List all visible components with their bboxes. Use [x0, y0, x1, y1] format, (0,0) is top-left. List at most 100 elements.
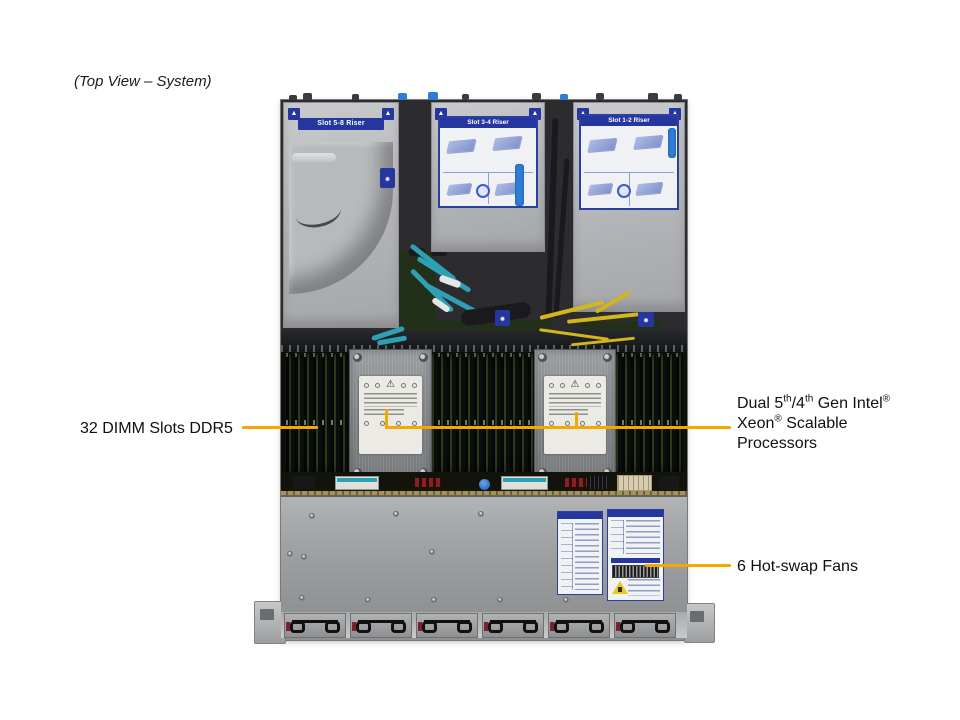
riser-instruction-card: Slot 1-2 Riser: [579, 114, 679, 210]
front-io-connector: [617, 475, 652, 491]
fan-handle: [457, 621, 472, 633]
page-caption: (Top View – System): [74, 73, 212, 90]
cpu-label-sup: th: [783, 393, 792, 405]
screw: [563, 597, 569, 603]
riser-release-tab: [428, 92, 438, 100]
cpu-label-line2: Xeon® Scalable: [737, 414, 922, 434]
dimm-bank-right: [613, 353, 683, 472]
fan-module-3: [416, 613, 478, 638]
fan-handle: [488, 621, 503, 633]
chassis-latch: [596, 93, 604, 100]
fan-release-tab: [352, 622, 356, 631]
cpu-label-sup: ®: [882, 393, 891, 405]
fan-module-6: [614, 613, 676, 638]
riser-label-slot-1-2: Slot 1-2 Riser: [581, 116, 677, 126]
chassis-latch: [532, 93, 541, 100]
riser-panel-slot-3-4: ▲ ▲ Slot 3-4 Riser: [431, 102, 545, 252]
cpu-heatsink-2: ⚠: [535, 350, 615, 480]
cpu-label-segment: Processors: [737, 435, 818, 452]
barcode: [612, 565, 659, 578]
dimm-clip-row: [281, 345, 687, 352]
fan-handle: [290, 621, 305, 633]
chassis-latch: [674, 94, 682, 101]
mcio-connector: [501, 476, 548, 490]
fan-handle: [325, 621, 340, 633]
dimm-bank-center: [429, 353, 539, 472]
cpu-label-line1: Dual 5th/4th Gen Intel®: [737, 394, 922, 414]
riser-panel-slot-5-8: ▲ ▲ Slot 5-8 Riser: [283, 102, 399, 328]
power-header: [587, 476, 609, 489]
screw: [393, 511, 399, 517]
riser-latch: [515, 164, 524, 206]
riser-label-slot-3-4: Slot 3-4 Riser: [440, 118, 536, 128]
fan-handle: [620, 621, 635, 633]
screw: [309, 513, 315, 519]
fan-row: [281, 612, 687, 640]
screw: [478, 511, 484, 517]
motherboard-section: ⚠ ⚠: [281, 325, 687, 495]
chassis-latch: [289, 95, 297, 101]
motherboard-connector-strip: [281, 472, 687, 495]
callout-tick-cpu-2: [575, 412, 578, 429]
screw: [429, 549, 435, 555]
fan-module-4: [482, 613, 544, 638]
heatsink-warning-label: ⚠: [359, 376, 422, 454]
fan-module-1: [284, 613, 346, 638]
callout-line-cpu: [385, 426, 731, 429]
fan-handle: [422, 621, 437, 633]
riser-release-tab: [560, 94, 568, 100]
fan-release-tab: [616, 622, 620, 631]
esd-warning-icon: [612, 581, 628, 594]
fan-cover-plate: [281, 495, 687, 612]
fan-module-5: [548, 613, 610, 638]
instruction-diagrams: [581, 126, 677, 208]
service-info-label: [607, 509, 664, 601]
dimm-bank-left: [286, 353, 352, 472]
mcio-connector: [335, 476, 379, 490]
callout-fans: 6 Hot-swap Fans: [737, 558, 858, 575]
cpu-label-line3: Processors: [737, 434, 922, 454]
service-info-label: [557, 511, 603, 595]
callout-dimm-slots: 32 DIMM Slots DDR5: [80, 420, 233, 437]
fan-handle: [655, 621, 670, 633]
caution-sticker: [638, 312, 654, 327]
chassis-latch: [352, 94, 359, 101]
jumper-block: [415, 478, 441, 487]
riser-panel-slot-1-2: ▲ ▲ Slot 1-2 Riser: [573, 102, 685, 312]
screw: [365, 597, 371, 603]
riser-release-tab: [398, 93, 407, 100]
cpu-label-sup: th: [804, 393, 814, 405]
cpu-label-sup: ®: [774, 413, 782, 425]
fan-handle: [589, 621, 604, 633]
caution-sticker: [495, 310, 510, 326]
heatsink-warning-label: ⚠: [544, 376, 606, 454]
mounting-ear-right: [684, 603, 715, 643]
fan-release-tab: [286, 622, 290, 631]
cpu-label-segment: Dual 5: [737, 395, 784, 412]
screw: [497, 597, 503, 603]
motherboard-edge: [431, 320, 551, 330]
cpu-heatsink-1: ⚠: [350, 350, 431, 480]
jumper-block: [565, 478, 587, 487]
server-chassis-top-view: ▲ ▲ Slot 5-8 Riser ▲ ▲ Slot 3-4 Riser: [254, 92, 715, 644]
cpu-label-segment: Xeon: [737, 415, 775, 432]
riser-section: ▲ ▲ Slot 5-8 Riser ▲ ▲ Slot 3-4 Riser: [281, 100, 687, 330]
warning-icon: ⚠: [570, 379, 580, 390]
fan-handle: [391, 621, 406, 633]
fan-handle: [523, 621, 538, 633]
cpu-label-segment: Gen Intel: [813, 395, 883, 412]
chassis-latch: [648, 93, 658, 101]
callout-line-dimm: [242, 426, 318, 429]
connector: [659, 476, 679, 490]
bracket-handle-slot: [292, 153, 336, 162]
fan-module-2: [350, 613, 412, 638]
callout-tick-cpu-1: [385, 409, 388, 429]
screw: [287, 551, 293, 557]
warning-triangle-icon: ▲: [288, 108, 300, 120]
chassis-latch: [462, 94, 469, 100]
fan-release-tab: [550, 622, 554, 631]
screw: [431, 597, 437, 603]
riser-label-slot-5-8: Slot 5-8 Riser: [298, 118, 384, 130]
mounting-ear-left: [254, 601, 286, 644]
chassis-latch: [303, 93, 312, 101]
